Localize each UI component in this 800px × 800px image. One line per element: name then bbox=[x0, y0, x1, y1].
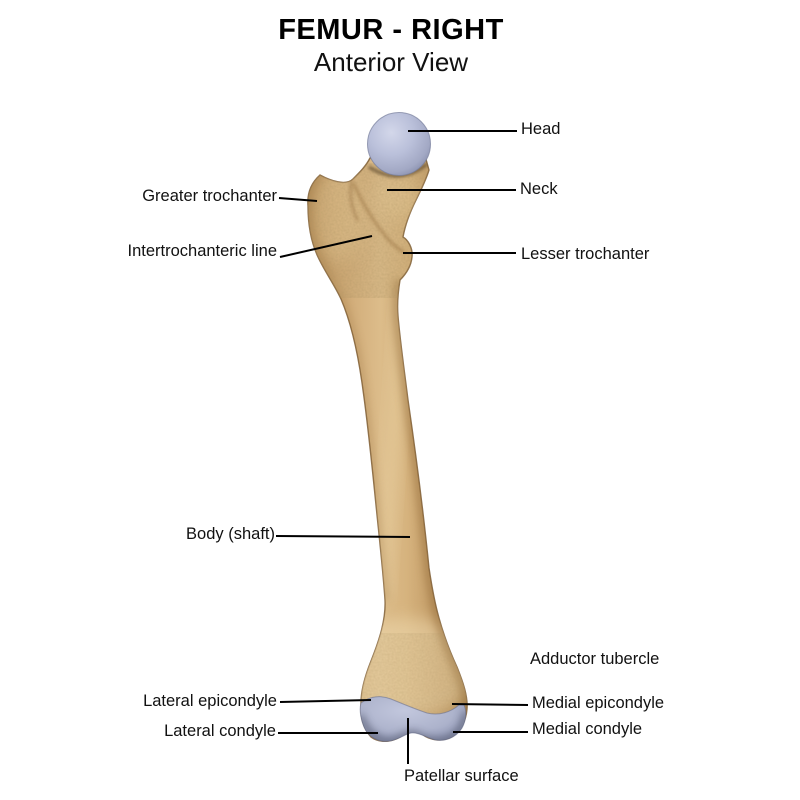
leader-line-greater-trochanter bbox=[278, 197, 318, 202]
leader-line-body-shaft bbox=[275, 535, 411, 538]
label-neck: Neck bbox=[520, 180, 558, 198]
label-medial-epicondyle: Medial epicondyle bbox=[532, 694, 665, 712]
leader-line-intertrochanteric-line bbox=[279, 235, 373, 258]
label-adductor-tubercle: Adductor tubercle bbox=[530, 650, 660, 668]
label-patellar-surface: Patellar surface bbox=[404, 767, 519, 785]
leader-line-medial-epicondyle bbox=[451, 703, 529, 706]
label-lesser-trochanter: Lesser trochanter bbox=[521, 245, 650, 263]
femoral-head-shape bbox=[367, 112, 431, 176]
label-greater-trochanter: Greater trochanter bbox=[142, 187, 277, 205]
label-lateral-epicondyle: Lateral epicondyle bbox=[143, 692, 277, 710]
label-medial-condyle: Medial condyle bbox=[532, 720, 643, 738]
diagram-title: FEMUR - RIGHT bbox=[278, 14, 504, 46]
intertrochanteric-ridge bbox=[352, 183, 405, 254]
label-lateral-condyle: Lateral condyle bbox=[164, 722, 276, 740]
leader-lines bbox=[275, 130, 529, 764]
label-intertrochanteric-line: Intertrochanteric line bbox=[127, 242, 278, 260]
title-block: FEMUR - RIGHT Anterior View bbox=[0, 14, 782, 79]
label-head: Head bbox=[521, 120, 561, 138]
leader-line-lateral-epicondyle bbox=[279, 699, 372, 703]
diagram-subtitle: Anterior View bbox=[313, 47, 469, 78]
label-body-shaft: Body (shaft) bbox=[186, 525, 275, 543]
